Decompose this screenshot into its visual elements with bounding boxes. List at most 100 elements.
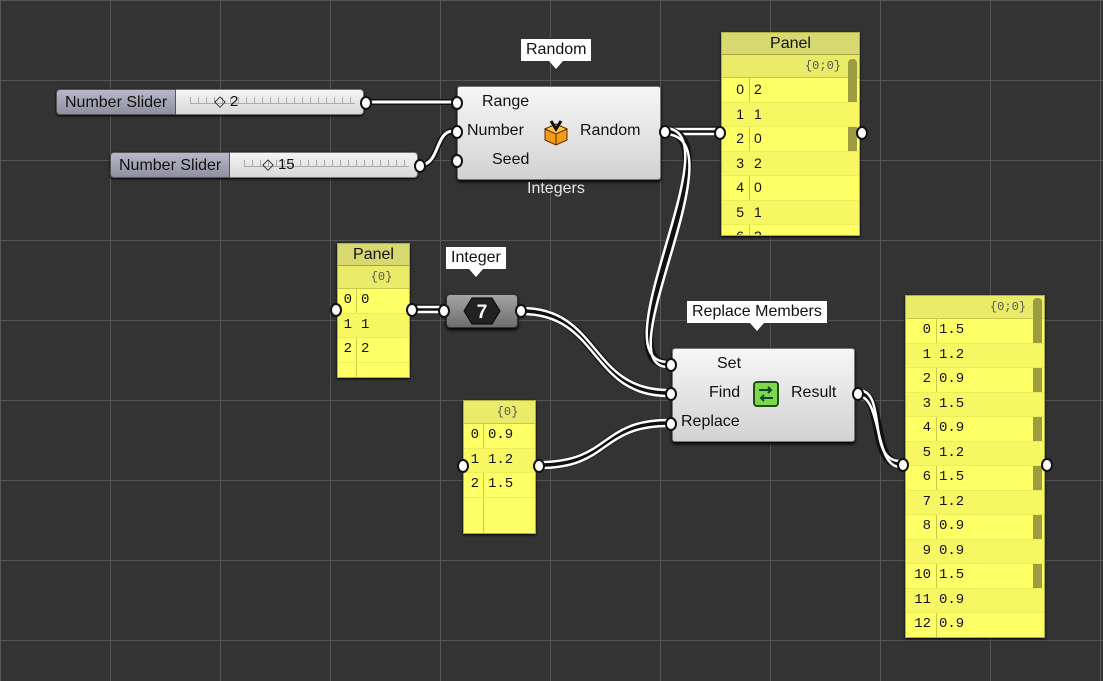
- slider-label: Number Slider: [110, 152, 231, 178]
- input-number[interactable]: Number: [467, 122, 524, 139]
- integer-value: 7: [477, 302, 488, 323]
- row-index: 7: [922, 493, 931, 510]
- row-index: 11: [914, 591, 931, 608]
- row-value: 0.9: [939, 616, 965, 632]
- panel-title: Panel: [722, 33, 859, 55]
- number-slider-number[interactable]: Number Slider ◇ 15: [110, 152, 418, 178]
- row-index: 2: [736, 130, 744, 146]
- input-grip[interactable]: [451, 96, 463, 110]
- slider-output-grip[interactable]: [414, 159, 426, 173]
- row-value: 1.5: [939, 395, 965, 412]
- output-result[interactable]: Result: [791, 384, 837, 401]
- output-random[interactable]: Random: [580, 122, 641, 139]
- input-grip[interactable]: [665, 358, 677, 372]
- row-value: 0.9: [939, 518, 965, 534]
- row-index: 9: [922, 542, 931, 559]
- row-value: 1.2: [939, 444, 965, 461]
- slider-track[interactable]: ◇ 15: [230, 152, 418, 178]
- panel-output-grip[interactable]: [1041, 458, 1053, 472]
- row-value: 0.9: [939, 371, 965, 387]
- row-value: 0.9: [488, 427, 514, 443]
- input-replace[interactable]: Replace: [681, 413, 740, 430]
- row-value: 1.5: [939, 322, 965, 338]
- random-component[interactable]: Range Number Seed Random: [457, 86, 661, 180]
- input-grip[interactable]: [451, 125, 463, 139]
- output-grip[interactable]: [515, 304, 527, 318]
- row-index: 1: [922, 346, 931, 363]
- slider-output-grip[interactable]: [360, 96, 372, 110]
- row-index: 13: [906, 638, 931, 639]
- panel-output-grip[interactable]: [406, 303, 418, 317]
- input-seed[interactable]: Seed: [492, 151, 530, 168]
- replace-members-component[interactable]: Set Find Replace Result: [672, 348, 855, 442]
- panel-input-grip[interactable]: [330, 303, 342, 317]
- row-value: 0: [754, 130, 762, 146]
- slider-knob[interactable]: ◇ 2: [214, 93, 239, 110]
- row-index: 1: [343, 316, 352, 333]
- row-value: 1.5: [939, 469, 965, 485]
- row-value: 1: [754, 105, 762, 122]
- slider-value: 2: [229, 93, 239, 110]
- row-value: 0.9: [939, 591, 965, 608]
- panel-path: {0;0}: [906, 296, 1044, 319]
- row-index: 5: [736, 203, 744, 220]
- row-index: 0: [736, 81, 744, 97]
- panel-input-grip[interactable]: [714, 126, 726, 140]
- integer-hex-icon: 7: [463, 297, 501, 325]
- input-grip[interactable]: [451, 154, 463, 168]
- panel-path: {0}: [338, 266, 409, 289]
- panel-input-grip[interactable]: [457, 459, 469, 473]
- input-range[interactable]: Range: [482, 93, 530, 110]
- row-value: 2: [361, 341, 370, 357]
- row-value: 2: [754, 228, 762, 236]
- row-value: 1.2: [939, 493, 965, 510]
- row-index: 2: [343, 341, 352, 357]
- output-grip[interactable]: [659, 125, 671, 139]
- output-grip[interactable]: [852, 387, 864, 401]
- number-slider-range[interactable]: Number Slider ◇ 2: [56, 89, 364, 115]
- integer-param[interactable]: 7: [446, 294, 518, 328]
- input-set[interactable]: Set: [717, 355, 742, 372]
- input-grip[interactable]: [665, 417, 677, 431]
- row-index: 1: [736, 105, 744, 122]
- input-find[interactable]: Find: [709, 384, 741, 401]
- slider-track[interactable]: ◇ 2: [176, 89, 364, 115]
- row-value: 1: [361, 316, 370, 333]
- panel-path: {0;0}: [722, 55, 859, 78]
- row-value: 1.5: [488, 476, 514, 492]
- row-index: 0: [470, 427, 479, 443]
- panel-input-grip[interactable]: [897, 458, 909, 472]
- row-index: 6: [922, 469, 931, 485]
- panel-output-grip[interactable]: [533, 459, 545, 473]
- input-grip[interactable]: [665, 387, 677, 401]
- row-index: 8: [922, 518, 931, 534]
- input-grip[interactable]: [438, 304, 450, 318]
- random-sublabel: Integers: [527, 180, 585, 197]
- row-index: 10: [914, 567, 931, 583]
- row-index: 1: [470, 451, 479, 468]
- row-value: 1.2: [488, 451, 514, 468]
- row-index: 2: [470, 476, 479, 492]
- panel-output-grip[interactable]: [856, 126, 868, 140]
- slider-label: Number Slider: [56, 89, 177, 115]
- slider-value: 15: [277, 156, 295, 173]
- replace-name-tag: Replace Members: [686, 300, 828, 331]
- slider-knob[interactable]: ◇ 15: [262, 156, 295, 173]
